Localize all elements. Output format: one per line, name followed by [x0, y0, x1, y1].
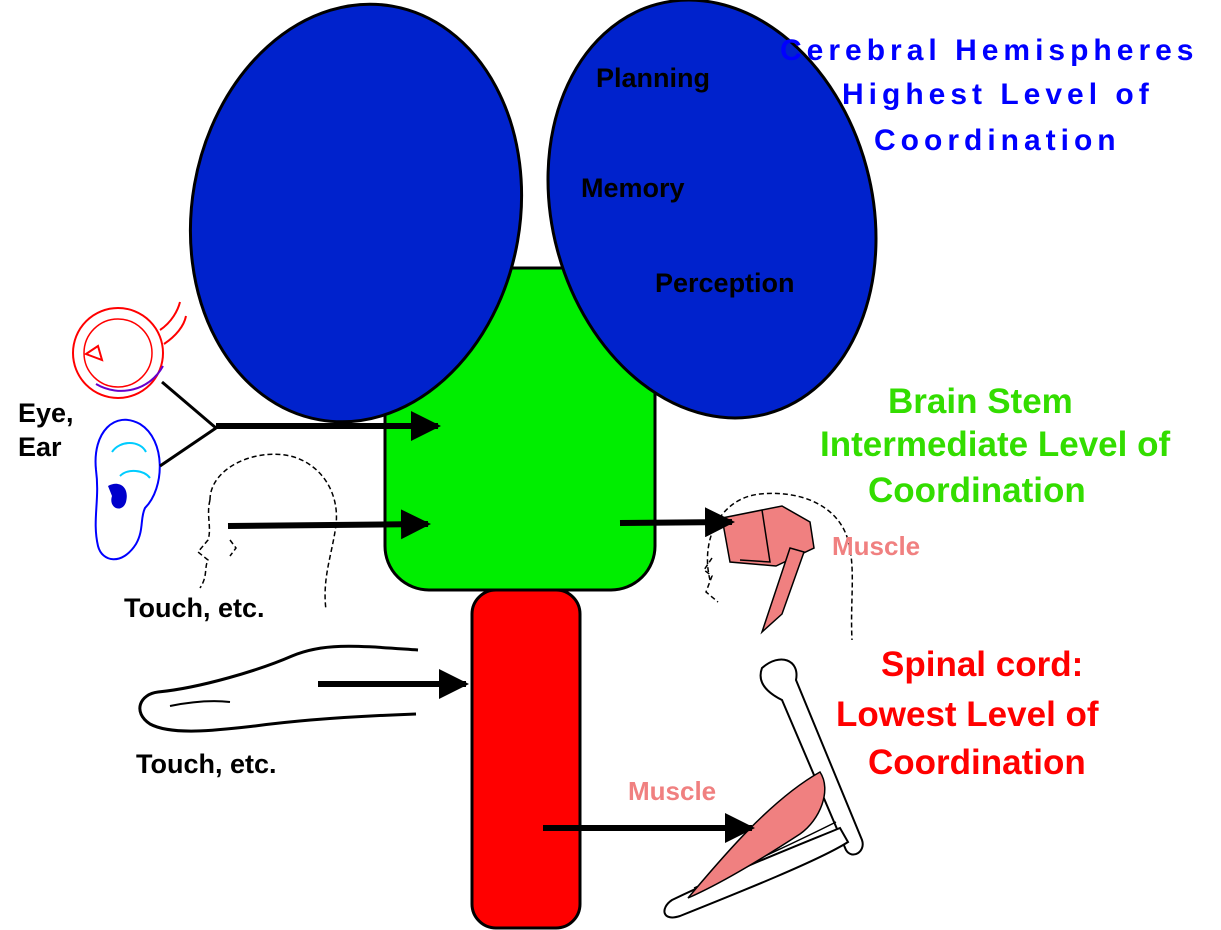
function-label-planning: Planning [596, 63, 710, 93]
head-outline-icon [198, 454, 336, 610]
spinal-title: Spinal cord: [881, 645, 1083, 684]
head-muscle-icon [704, 493, 852, 640]
arrow-brainstem-to-head-muscle [620, 522, 732, 523]
arm-muscle-label: Muscle [628, 776, 716, 806]
touch-hand-label: Touch, etc. [136, 749, 277, 779]
eye-ear-label-line1: Eye, [18, 398, 74, 428]
spinal-cord [472, 590, 580, 928]
cerebral-subtitle-line2: Highest Level of [842, 78, 1154, 111]
cerebral-subtitle-line3: Coordination [874, 124, 1121, 157]
eye-ear-connector [160, 382, 216, 466]
brainstem-subtitle-line3: Coordination [868, 471, 1086, 510]
head-muscle-label: Muscle [832, 531, 920, 561]
brainstem-title: Brain Stem [888, 382, 1073, 421]
ear-icon [96, 420, 160, 560]
eye-ear-label-line2: Ear [18, 432, 62, 462]
function-label-perception: Perception [655, 268, 795, 298]
cerebral-title: Cerebral Hemispheres [780, 34, 1199, 67]
touch-head-label: Touch, etc. [124, 593, 265, 623]
arrow-touch-to-brainstem [228, 524, 428, 526]
function-label-memory: Memory [581, 173, 685, 203]
hand-outline-icon [140, 646, 418, 731]
eye-icon [73, 302, 186, 398]
brainstem-subtitle-line2: Intermediate Level of [820, 425, 1170, 464]
spinal-subtitle-line3: Coordination [868, 743, 1086, 782]
spinal-subtitle-line2: Lowest Level of [836, 695, 1099, 734]
